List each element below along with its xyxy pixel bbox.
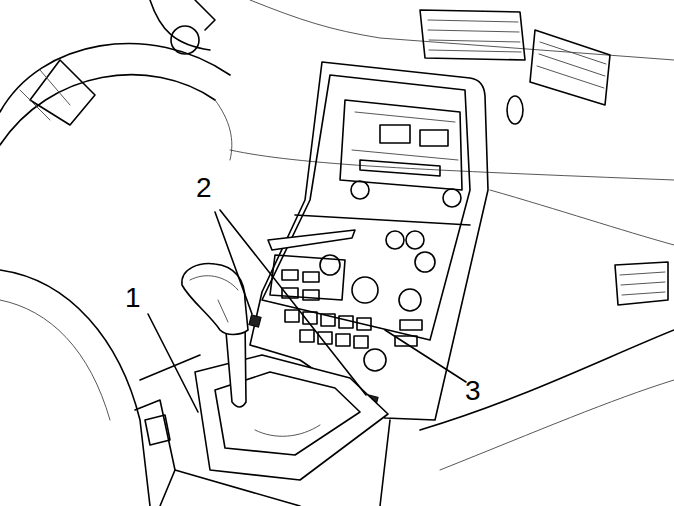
callout-number: 2 [196,174,212,202]
callout-number: 1 [125,284,141,312]
callout-number: 3 [465,377,481,405]
